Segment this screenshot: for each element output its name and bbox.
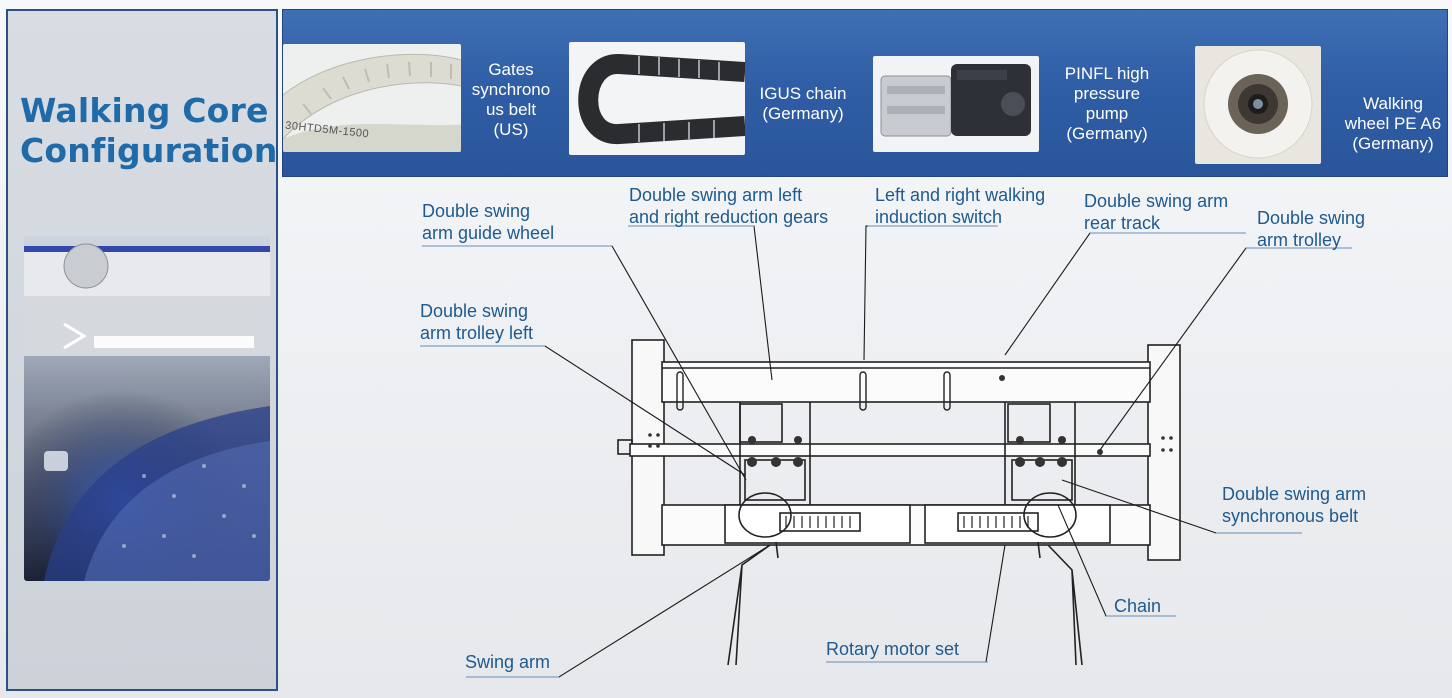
callout-trolley-left: Double swing arm trolley left — [420, 300, 533, 344]
label-line: pump — [1085, 104, 1129, 123]
callout-induction-switch: Left and right walking induction switch — [875, 184, 1045, 228]
label-line: IGUS chain — [759, 84, 847, 103]
callout-reduction-gears: Double swing arm left and right reductio… — [629, 184, 828, 228]
component-label-belt: Gates synchrono us belt (US) — [463, 60, 559, 140]
callout-line: arm trolley left — [420, 323, 534, 343]
pump-photo-icon — [873, 56, 1039, 152]
callout-trolley: Double swing arm trolley — [1257, 207, 1365, 251]
component-label-pump: PINFL high pressure pump (Germany) — [1053, 64, 1161, 144]
label-line: Gates — [488, 60, 534, 79]
label-line: (Germany) — [762, 104, 844, 123]
label-line: Walking — [1363, 94, 1423, 113]
callout-line: arm trolley — [1257, 230, 1342, 250]
label-line: us belt — [485, 100, 537, 119]
label-line: pressure — [1073, 84, 1141, 103]
timing-belt-photo-icon: 30HTD5M-1500 — [283, 44, 461, 152]
callout-line: synchronous belt — [1222, 506, 1359, 526]
callout-line: Chain — [1114, 596, 1162, 616]
callout-line: induction switch — [875, 207, 1003, 227]
title-line-2: Configuration — [20, 131, 278, 170]
callout-sync-belt: Double swing arm synchronous belt — [1222, 483, 1366, 527]
callout-line: Double swing arm — [1222, 484, 1367, 504]
callout-line: Double swing arm — [1084, 191, 1229, 211]
callout-line: Double swing — [420, 301, 529, 321]
callout-line: and right reduction gears — [629, 207, 829, 227]
label-line: (Germany) — [1352, 134, 1434, 153]
title-line-1: Walking Core — [20, 91, 269, 130]
callout-line: Double swing arm left — [629, 185, 803, 205]
callout-line: Swing arm — [465, 652, 551, 672]
callout-line: rear track — [1084, 213, 1161, 233]
callout-line: Left and right walking — [875, 185, 1046, 205]
label-line: PINFL high — [1064, 64, 1150, 83]
page-title: Walking Core Configuration — [20, 91, 278, 171]
callout-rear-track: Double swing arm rear track — [1084, 190, 1228, 234]
callout-rotary-motor: Rotary motor set — [826, 638, 959, 660]
callout-line: Rotary motor set — [826, 639, 960, 659]
callout-guide-wheel: Double swing arm guide wheel — [422, 200, 554, 244]
callout-swing-arm: Swing arm — [465, 651, 550, 673]
components-banner: 30HTD5M-1500 Gates synchrono us belt (US… — [282, 9, 1448, 177]
callout-line: Double swing — [422, 201, 531, 221]
component-label-chain: IGUS chain (Germany) — [753, 84, 853, 124]
callout-line: Double swing — [1257, 208, 1366, 228]
sidebar-panel: Walking Core Configuration — [6, 9, 278, 691]
label-line: synchrono — [471, 80, 551, 99]
car-wash-machine-photo — [24, 236, 270, 581]
callout-line: arm guide wheel — [422, 223, 555, 243]
drag-chain-photo-icon — [569, 42, 745, 155]
label-line: (Germany) — [1066, 124, 1148, 143]
label-line: (US) — [493, 120, 529, 139]
label-line: wheel PE A6 — [1344, 114, 1442, 133]
wheel-photo-icon — [1195, 46, 1321, 164]
callout-chain: Chain — [1114, 595, 1161, 617]
component-label-wheel: Walking wheel PE A6 (Germany) — [1335, 94, 1451, 154]
